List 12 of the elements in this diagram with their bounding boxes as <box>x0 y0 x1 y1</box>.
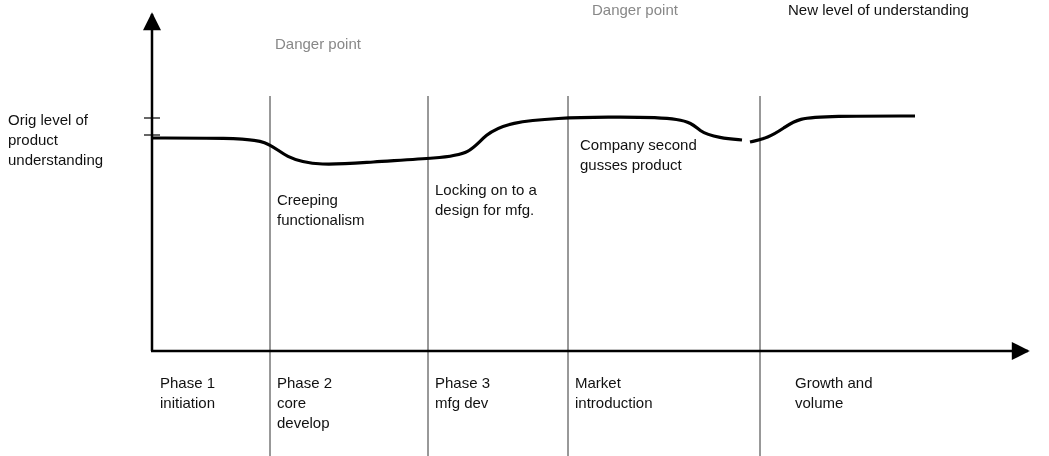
danger-point-label: Danger point <box>275 34 361 54</box>
annotation-text: Company second gusses product <box>580 135 698 175</box>
danger-point-label: Danger point <box>592 0 678 20</box>
phase-label: Market introduction <box>575 373 654 413</box>
annotation-text: New level of understanding <box>788 0 969 20</box>
phase-label: Phase 2 core develop <box>277 373 334 433</box>
annotation-text: Creeping functionalism <box>277 190 366 230</box>
phase-label: Phase 3 mfg dev <box>435 373 492 413</box>
phase-label: Phase 1 initiation <box>160 373 217 413</box>
phase-label: Growth and volume <box>795 373 874 413</box>
annotation-text: Locking on to a design for mfg. <box>435 180 538 220</box>
annotation-text: Orig level of product understanding <box>8 110 105 170</box>
